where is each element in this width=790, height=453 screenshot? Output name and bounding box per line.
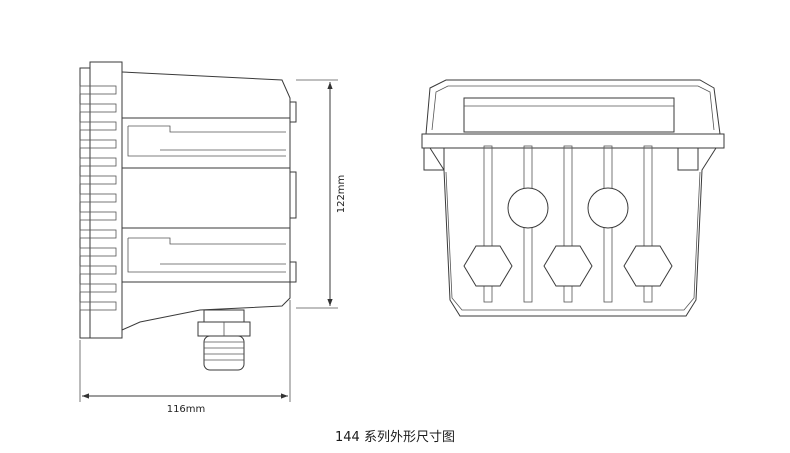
back-view [421,79,725,317]
figure-caption: 144 系列外形尺寸图 [335,430,455,445]
height-dimension-label: 122mm [336,175,347,214]
side-view: 122mm 116mm [79,61,347,415]
depth-dimension-label: 116mm [167,404,206,415]
